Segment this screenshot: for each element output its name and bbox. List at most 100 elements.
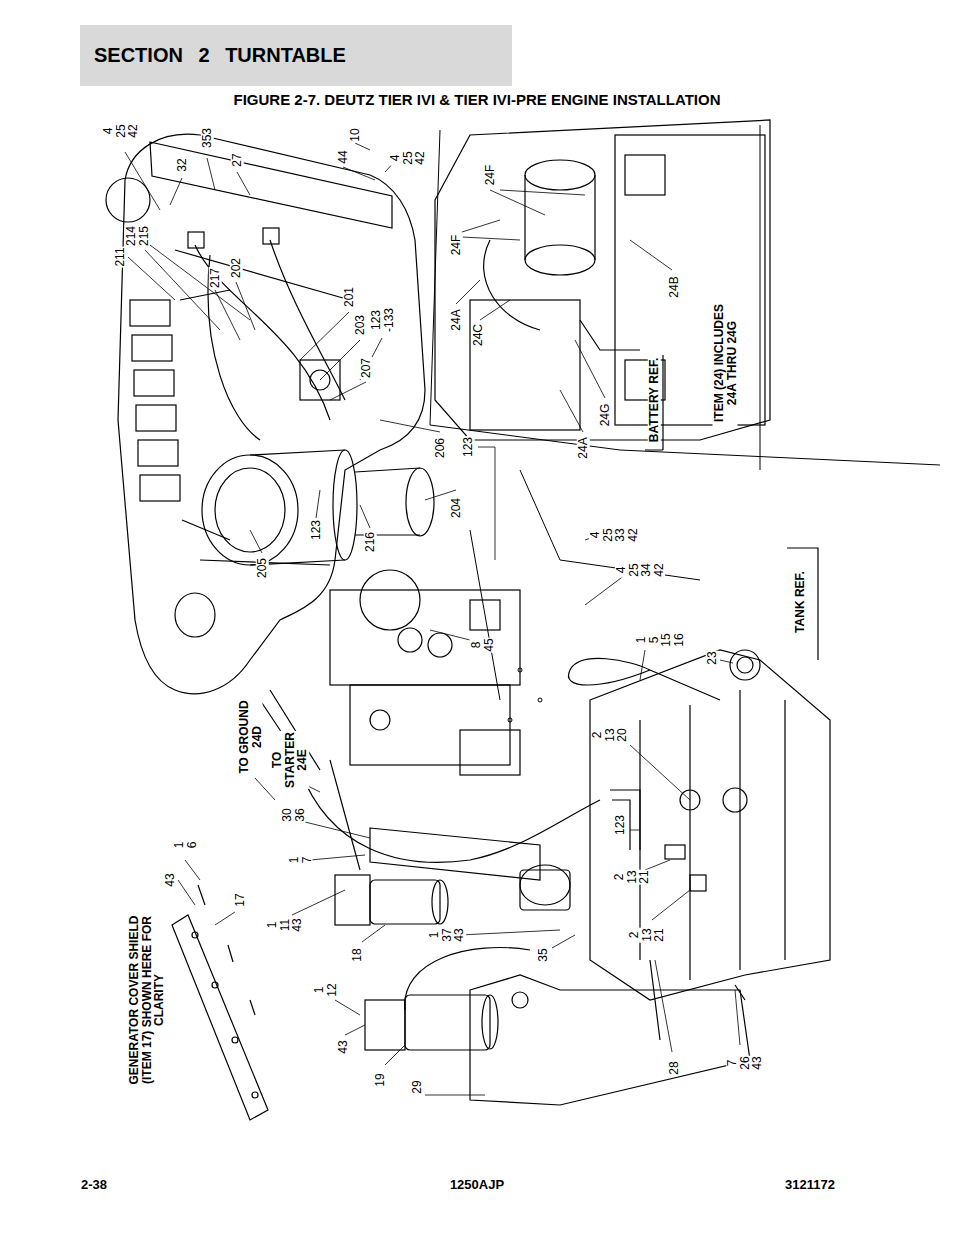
callout-number: 201 <box>343 286 356 308</box>
callout-number: 24C <box>472 323 485 347</box>
callout-number: 203 <box>354 314 367 336</box>
callout-number: 44 <box>337 149 350 164</box>
callout-number: 35 <box>537 947 550 962</box>
engine-part <box>202 455 298 565</box>
callout-number: 17 <box>234 892 247 907</box>
callout-number: 32 <box>176 157 189 172</box>
callout-number: 207 <box>360 357 373 379</box>
engine-part <box>134 370 174 396</box>
engine-part <box>250 450 345 565</box>
pump-assembly-part <box>350 685 510 765</box>
leader-line-part <box>335 960 740 1095</box>
cover-shield-part <box>192 932 198 938</box>
engine-part <box>175 593 215 637</box>
callout-number: 1 37 43 <box>428 927 466 942</box>
platform-part <box>430 125 940 700</box>
engine-part <box>138 440 178 466</box>
callout-number: 204 <box>450 497 463 519</box>
figure-title: FIGURE 2-7. DEUTZ TIER IVI & TIER IVI-PR… <box>0 91 954 108</box>
engine-part <box>263 228 279 244</box>
battery <box>435 120 770 450</box>
cover-shield-part <box>172 915 268 1120</box>
engine-part <box>406 468 434 536</box>
battery-part <box>435 120 770 440</box>
engine-part <box>140 475 180 501</box>
filters-part <box>482 995 498 1049</box>
leader-line-part <box>255 778 640 860</box>
filters-part <box>405 995 490 1050</box>
battery-part <box>625 155 665 195</box>
base-plate-part <box>650 960 745 1040</box>
battery-part <box>484 240 640 350</box>
callout-number: 29 <box>411 1079 424 1094</box>
callout-number: 206 <box>434 437 447 459</box>
engine-part <box>188 232 204 248</box>
filters-part <box>365 1000 405 1050</box>
callout-number: 1 5 15 16 <box>635 632 685 647</box>
pump-assembly-part <box>370 710 390 730</box>
filters-part <box>520 870 570 910</box>
note-text: TO GROUND 24D <box>238 696 263 778</box>
pump-assembly-part <box>460 730 520 775</box>
callout-number: 24F <box>450 234 463 257</box>
tank-part <box>690 875 706 891</box>
leader-line-part <box>125 143 398 210</box>
callout-number: 123 <box>310 519 323 541</box>
pump-assembly-part <box>370 828 540 880</box>
leader-line-part <box>456 190 672 432</box>
cover-shield-part <box>252 1092 258 1098</box>
callout-number: 1 6 <box>173 841 198 850</box>
callout-number: 7 26 43 <box>726 1055 764 1070</box>
pump-assembly-part <box>360 570 420 630</box>
callout-number: 2 13 21 <box>613 869 651 884</box>
filters-part <box>370 880 440 924</box>
platform-part <box>538 698 542 702</box>
callout-number: 214 215 <box>125 225 150 247</box>
engine-part <box>118 134 425 694</box>
callout-number: 10 <box>349 127 362 142</box>
page-footer: 1250AJP <box>449 1179 505 1192</box>
section-band: SECTION 2 TURNTABLE <box>80 25 512 86</box>
page-footer: 3121172 <box>784 1179 836 1192</box>
base-plate-part <box>470 975 750 1105</box>
platform <box>430 125 940 722</box>
tank <box>568 548 830 1000</box>
pump-assembly-part <box>330 590 520 685</box>
base-plate-part <box>512 992 528 1008</box>
engine-part <box>136 405 176 431</box>
callout-number: 2 13 21 <box>628 927 666 942</box>
callout-number: 24A <box>450 308 463 331</box>
engine-part <box>333 450 357 560</box>
callout-number: 27 <box>231 152 244 167</box>
tank-part <box>730 650 760 680</box>
callout-number: 4 25 42 <box>389 150 427 165</box>
battery-part <box>525 245 595 275</box>
battery-part <box>525 175 595 260</box>
cover-shield-part <box>212 982 218 988</box>
callout-number: 353 <box>201 127 214 149</box>
section-heading: SECTION 2 TURNTABLE <box>80 44 346 67</box>
platform-part <box>518 668 522 672</box>
callout-number: 216 <box>364 531 377 553</box>
tank-part <box>737 657 753 673</box>
callout-number: 1 7 <box>288 856 313 865</box>
tank-part <box>610 790 640 850</box>
callout-number: 1 11 43 <box>266 917 304 932</box>
callout-number: 43 <box>164 872 177 887</box>
reference-note: BATTERY REF. <box>648 357 661 443</box>
leader-line-part <box>178 860 690 948</box>
filters-part <box>432 880 448 924</box>
callout-number: 123 <box>614 814 627 836</box>
filters-part <box>335 875 370 925</box>
cover-shield-part <box>232 1037 238 1043</box>
engine <box>106 134 434 694</box>
engine-part <box>215 468 285 552</box>
battery-part <box>470 300 580 430</box>
reference-note: TANK REF. <box>794 570 807 634</box>
battery-part <box>615 135 765 425</box>
callout-number: 211 <box>114 246 127 267</box>
callout-number: 205 <box>256 557 269 579</box>
engine-part <box>132 335 172 361</box>
callout-number: 24G <box>599 403 612 428</box>
callout-number: 24A <box>577 436 590 459</box>
